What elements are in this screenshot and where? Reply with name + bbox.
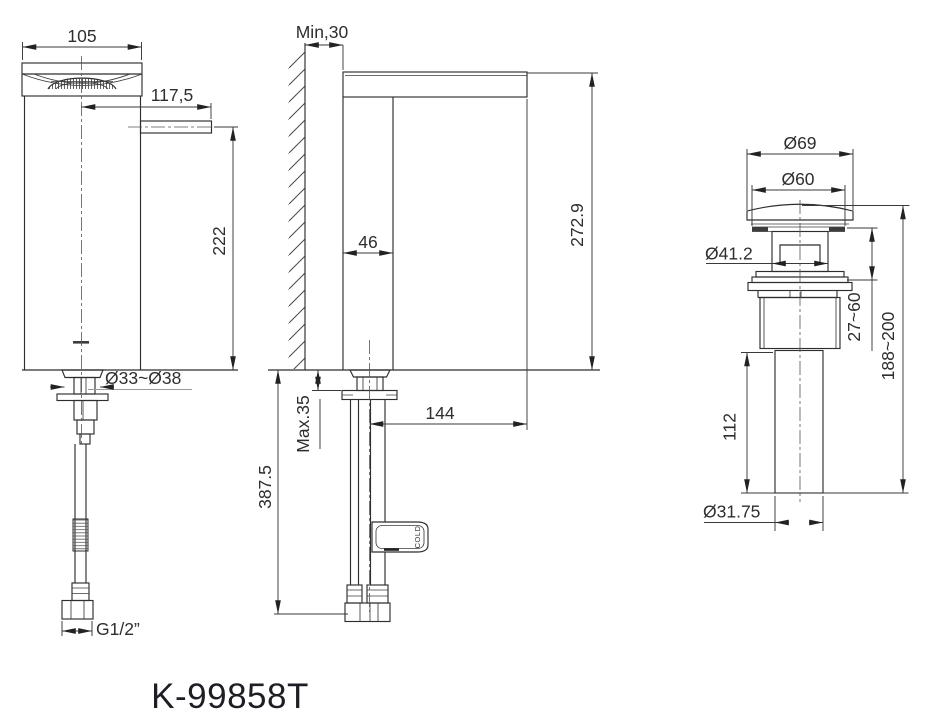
drain-view: Ø69 Ø60 Ø41.2 27~60 188~200 112 Ø31.75: [703, 133, 910, 531]
dim-cap-diameter: Ø69: [783, 133, 816, 153]
dim-tailpiece-length: 112: [720, 413, 740, 441]
dim-tailpiece-diameter: Ø31.75: [703, 502, 760, 522]
front-view: 105 117,5 222 Ø33~Ø38 G1/2”: [21, 26, 238, 639]
cold-tag: [371, 521, 429, 553]
dim-spout-reach: 117,5: [151, 85, 194, 105]
dim-spout-height: 222: [209, 226, 229, 255]
dim-supply-length: 387.5: [255, 465, 275, 509]
cold-tag-label: COLD: [413, 526, 422, 549]
side-view: COLD Min,30 46 272.9 Max.35 144 387.5: [255, 22, 600, 623]
dim-top-width: 105: [67, 26, 96, 46]
dim-deck-thickness: Max.35: [293, 395, 313, 452]
dim-body-depth: 46: [358, 232, 377, 252]
dim-overall-length: 188~200: [878, 311, 898, 380]
dim-overall-height: 272.9: [567, 203, 587, 247]
dim-mounting-hole: Ø33~Ø38: [105, 368, 181, 388]
dim-spout-projection: 144: [425, 403, 454, 423]
brand-mark: [73, 341, 89, 344]
dim-cap-base-diameter: Ø60: [781, 169, 814, 189]
dim-wall-clearance: Min,30: [296, 22, 349, 42]
dim-body-diameter: Ø41.2: [705, 244, 753, 264]
model-number: K-99858T: [151, 677, 309, 716]
dim-deck-clamp-range: 27~60: [844, 292, 864, 341]
dim-supply-thread: G1/2”: [96, 619, 140, 639]
